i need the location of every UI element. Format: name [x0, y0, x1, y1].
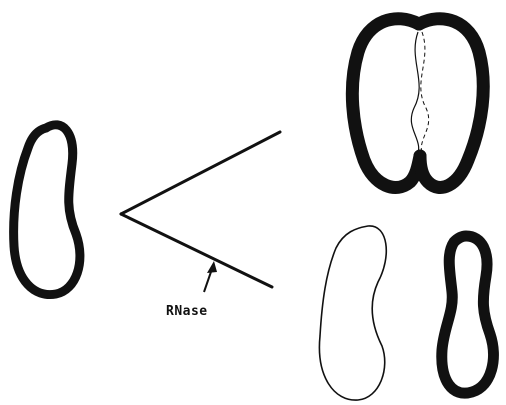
rnase-arrow-head — [207, 261, 217, 273]
original-cell-thick-outline — [14, 125, 80, 295]
division-septum-line-a — [411, 32, 419, 158]
branch-line-lower — [121, 214, 272, 287]
dividing-cell-right-half — [419, 19, 483, 188]
division-septum-line-b — [421, 32, 429, 158]
dividing-cell-left-half — [352, 19, 420, 188]
digested-cell-thin-outline — [319, 226, 386, 400]
control-cell-thick-outline — [442, 236, 494, 393]
rnase-label: RNase — [166, 304, 208, 319]
branch-line-upper — [121, 132, 280, 214]
